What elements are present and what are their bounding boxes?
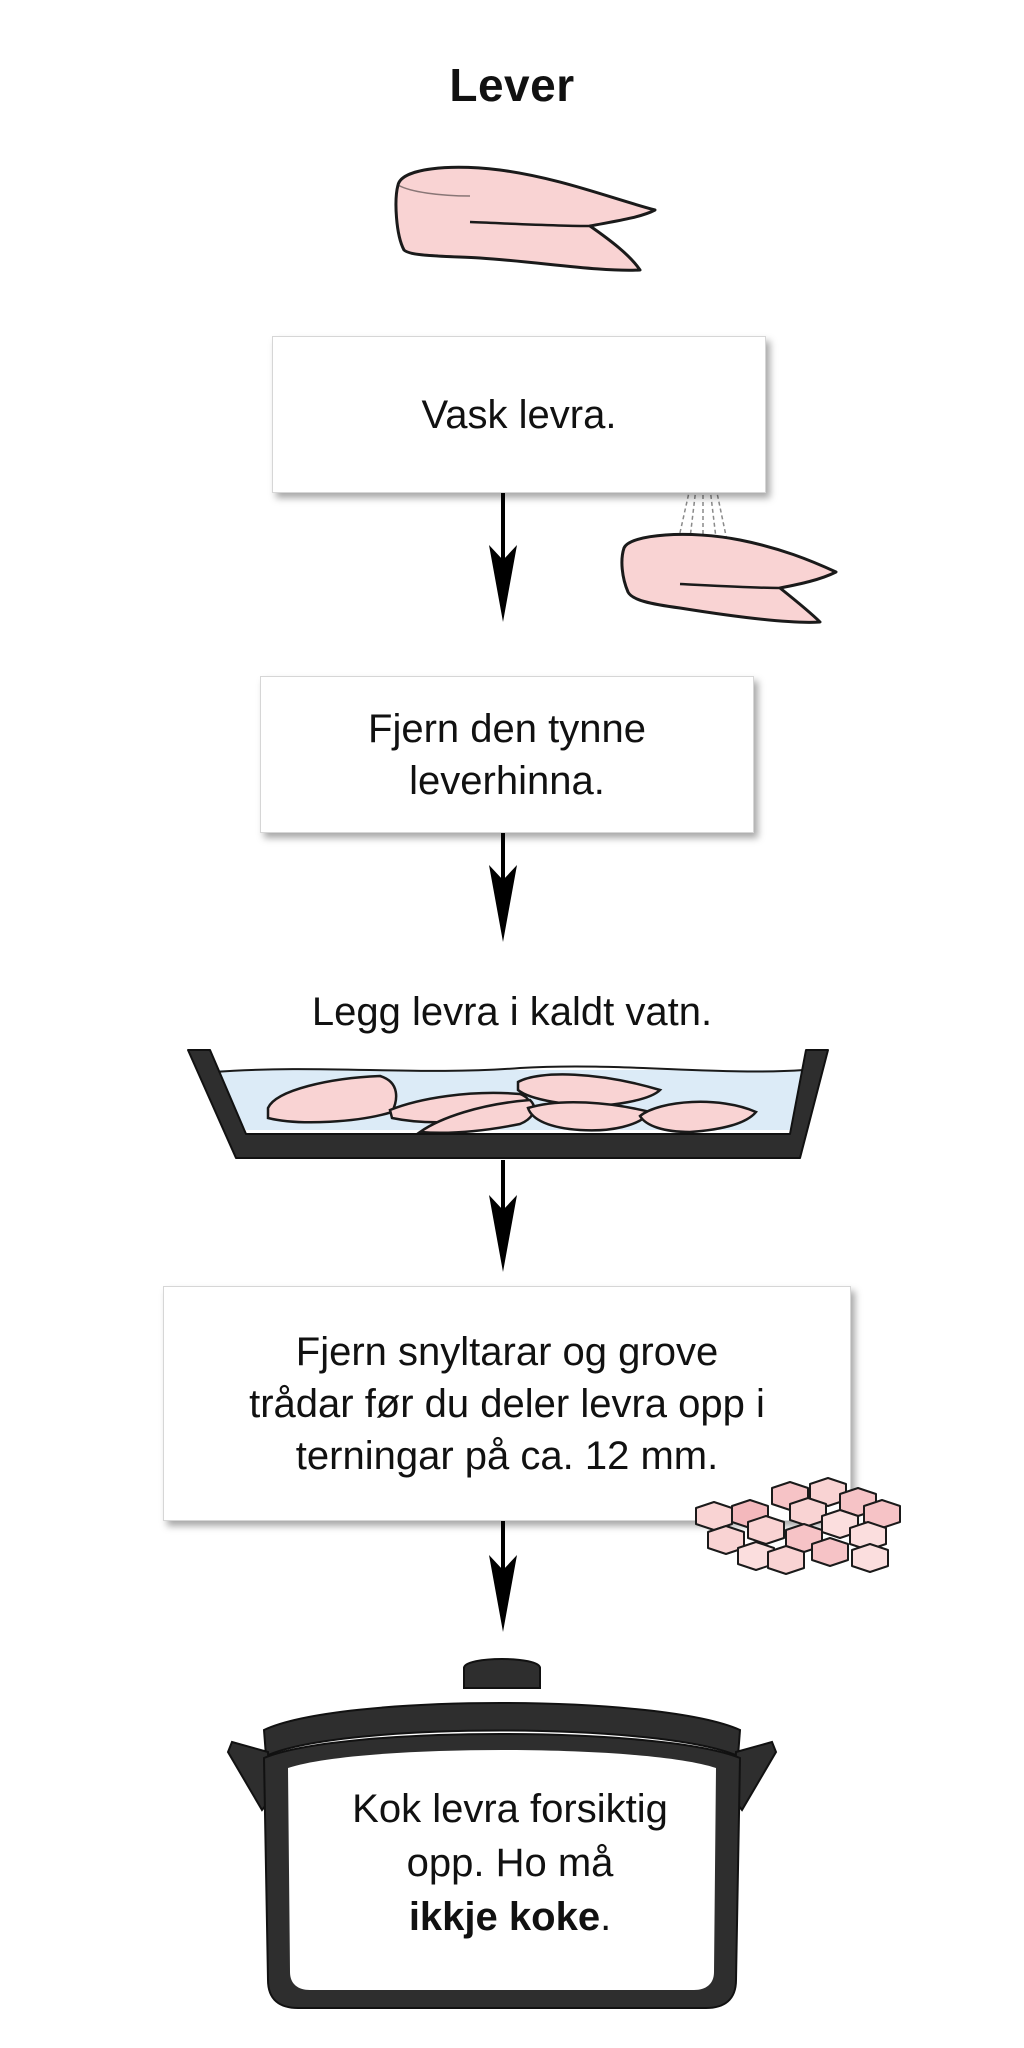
step-cook-warning: ikkje koke [408,1895,601,1939]
step-soak-text: Legg levra i kaldt vatn. [311,990,713,1034]
step-cut-box: Fjern snyltarar og grove trådar før du d… [163,1286,851,1521]
step-wash-box: Vask levra. [272,336,766,493]
step-wash-text: Vask levra. [421,392,617,437]
water-pan-icon [187,1049,829,1159]
cooking-pot-icon [226,1658,778,2009]
arrow-down-icon [489,1521,517,1632]
arrow-down-icon [489,1160,517,1272]
arrow-down-icon [489,493,517,622]
step-cook-end: . [600,1895,612,1939]
step-cut-text: Fjern snyltarar og grove trådar før du d… [249,1329,765,1478]
liver-icon [620,533,838,624]
step-cook-line3: ikkje koke. [290,1890,730,1944]
arrow-down-icon [489,833,517,942]
page-title: Lever [449,59,575,111]
step-membrane-text: Fjern den tynne leverhinna. [368,706,646,803]
liver-icon [394,165,657,272]
step-cook-line2: opp. Ho må [406,1841,614,1885]
step-cook-line1: Kok levra forsiktig [352,1787,668,1831]
step-membrane-box: Fjern den tynne leverhinna. [260,676,754,833]
step-cook-text: Kok levra forsiktig opp. Ho må ikkje kok… [290,1782,730,1944]
